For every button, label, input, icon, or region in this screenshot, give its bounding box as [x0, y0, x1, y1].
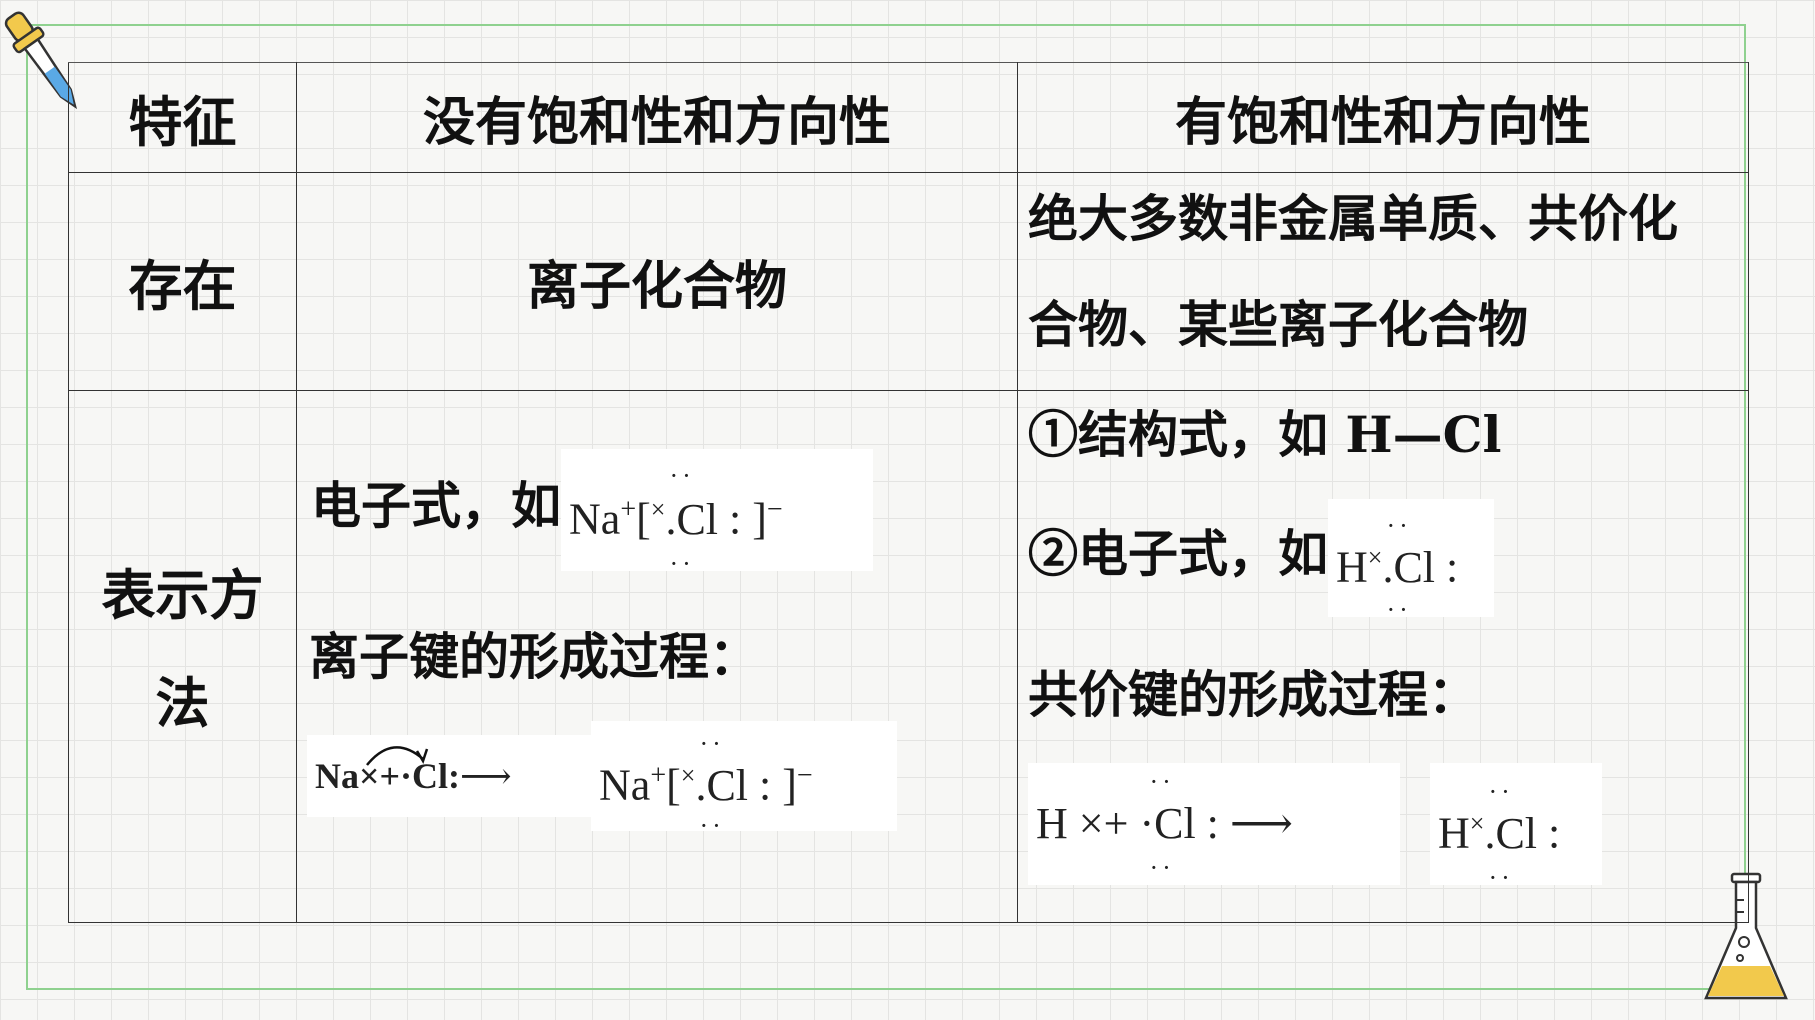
cl-bottom-dots: ·· [669, 548, 695, 578]
covalent-electron-formula-text: ②电子式，如 [1028, 524, 1328, 583]
reactant-plus: + [379, 756, 401, 796]
existence-covalent-line1: 绝大多数非金属单质、共价化 [1028, 189, 1678, 248]
h-symbol: H [1336, 542, 1368, 592]
product-h-cross: × [1469, 809, 1485, 838]
right-bracket: ] [752, 494, 767, 544]
ionic-product: Na+[×.Cl···· : ]− [591, 721, 897, 838]
bond-comparison-table: 特征 没有饱和性和方向性 有饱和性和方向性 存在 离子化合物 绝大多数非金属单质… [68, 62, 1749, 923]
covalent-plus: + [1103, 799, 1129, 848]
reaction-arrow: ⟶ [460, 756, 512, 796]
hcl-top-dots: ·· [1386, 510, 1412, 540]
cl-minus-charge: − [766, 494, 783, 525]
product-cl-top-dots: ·· [699, 728, 725, 758]
covalent-formation-equation: H ×+ ·Cl···· : ⟶H×.Cl···· : [1028, 763, 1602, 890]
product-na-charge: + [650, 760, 667, 791]
nacl-electron-formula: Na+[×.Cl···· : ]− [561, 449, 873, 576]
existence-label: 存在 [68, 172, 297, 391]
existence-row: 存在 离子化合物 绝大多数非金属单质、共价化 合物、某些离子化合物 [68, 172, 1749, 391]
dropper-icon [4, 11, 78, 110]
existence-covalent-line2: 合物、某些离子化合物 [1028, 295, 1528, 354]
product-cl-bottom-dots: ·· [699, 810, 725, 840]
ionic-formation-equation: Na×+·Cl:⟶Na+[×.Cl···· : ]− [307, 721, 897, 838]
reactant-cl-bottom-dots: ·· [1149, 853, 1175, 882]
h-cross: × [1367, 543, 1383, 572]
hcl-cl-symbol: Cl [1393, 542, 1436, 592]
reactant-cl-top-dots: ·· [1149, 767, 1175, 796]
cl-top-dots: ·· [669, 460, 695, 490]
covalent-reactants: H ×+ ·Cl···· : ⟶ [1028, 763, 1400, 885]
na-symbol: Na [569, 494, 621, 544]
header-ionic: 没有饱和性和方向性 [296, 62, 1018, 173]
ionic-reactants: Na×+·Cl:⟶ [307, 735, 593, 817]
representation-label-line1: 表示方 [101, 563, 264, 627]
hcl-electron-formula: H×.Cl···· : [1328, 499, 1494, 622]
covalent-formation-text: 共价键的形成过程： [1028, 665, 1478, 724]
product-hcl-bottom-dots: ·· [1488, 862, 1514, 892]
reactant-na: Na [315, 756, 359, 796]
product-right-bracket: ] [782, 760, 797, 810]
ionic-formation-text: 离子键的形成过程： [309, 627, 759, 686]
electron-transfer-arrow [366, 746, 429, 766]
reactant-cross: × [359, 756, 380, 796]
product-h: H [1438, 808, 1470, 858]
covalent-structural-formula: ①结构式，如 H—Cl [1028, 405, 1502, 464]
existence-covalent: 绝大多数非金属单质、共价化 合物、某些离子化合物 [1017, 172, 1749, 391]
left-bracket: [ [636, 494, 651, 544]
covalent-arrow: ⟶ [1229, 799, 1293, 848]
product-left-bracket: [ [666, 760, 681, 810]
na-plus-charge: + [620, 494, 637, 525]
reactant-covalent-cl: Cl [1154, 799, 1196, 848]
reactant-h-cross: × [1078, 799, 1104, 848]
hcl-bottom-dots: ·· [1386, 594, 1412, 624]
product-cross: × [680, 761, 696, 790]
ionic-electron-formula-text: 电子式，如 [311, 476, 561, 535]
existence-ionic: 离子化合物 [296, 172, 1018, 391]
header-row: 特征 没有饱和性和方向性 有饱和性和方向性 [68, 62, 1749, 173]
cl-symbol: Cl [676, 494, 719, 544]
representation-label-line2: 法 [155, 671, 210, 735]
product-hcl-top-dots: ·· [1488, 776, 1514, 806]
product-covalent-cl: Cl [1495, 808, 1538, 858]
reactant-cl: Cl [412, 756, 449, 796]
product-cl: Cl [706, 760, 749, 810]
product-cl-charge: − [796, 760, 813, 791]
product-na: Na [599, 760, 651, 810]
reactant-h: H [1036, 799, 1068, 848]
representation-label: 表示方 法 [68, 390, 297, 923]
header-feature: 特征 [68, 62, 297, 173]
covalent-product: H×.Cl···· : [1430, 763, 1602, 890]
header-covalent: 有饱和性和方向性 [1017, 62, 1749, 173]
electron-cross: × [650, 495, 666, 524]
